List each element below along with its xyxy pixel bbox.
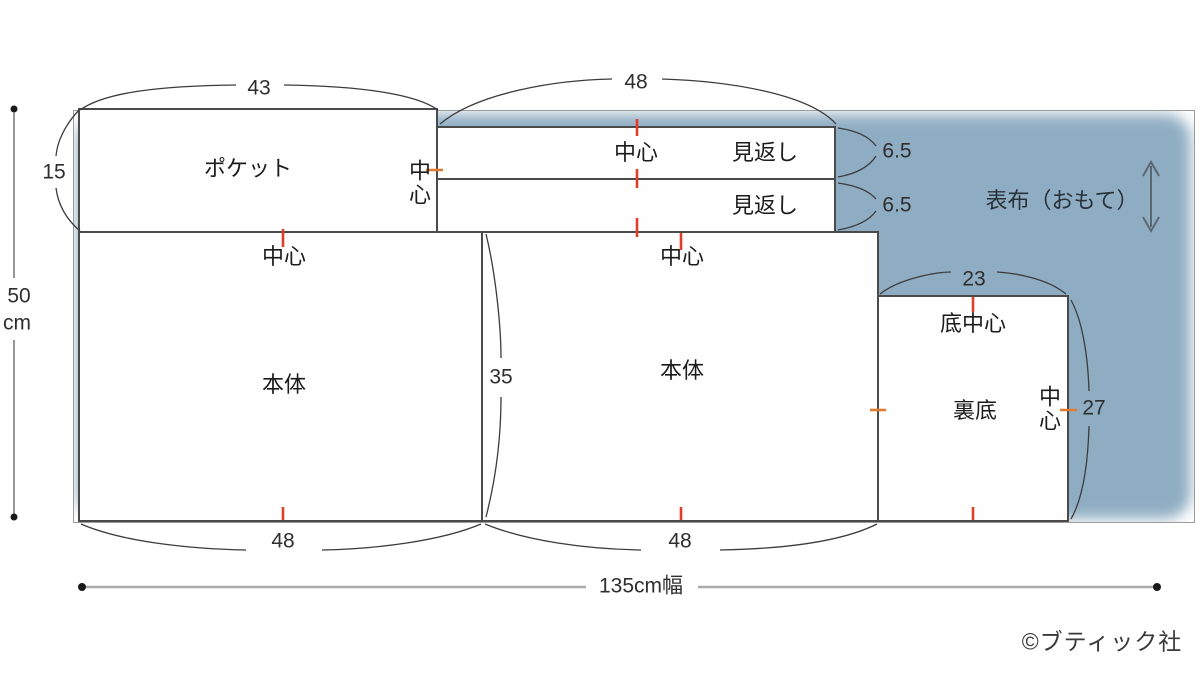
brace-facing-bottom-height — [837, 182, 877, 231]
dim-lining-height: 27 — [1082, 396, 1106, 420]
dim-body-right-width: 48 — [668, 529, 692, 553]
dimline-fabric-width — [78, 583, 1161, 591]
grainline-arrow — [1142, 159, 1160, 234]
dim-body-height: 35 — [489, 365, 513, 389]
lining-label: 裏底 — [952, 398, 998, 423]
dim-pocket-width: 43 — [247, 76, 271, 100]
center-notches-orange — [426, 168, 1077, 412]
piece-body-right — [481, 231, 879, 522]
brace-lining-height — [1070, 299, 1090, 520]
brace-body-height — [485, 233, 502, 518]
brace-facing-width — [439, 78, 837, 125]
dim-fabric-height-unit: cm — [3, 311, 31, 335]
dim-facing-top-height: 6.5 — [882, 139, 912, 163]
facing-top-label: 見返し — [731, 140, 799, 165]
brace-pocket-width — [79, 84, 439, 111]
dim-fabric-height-value: 50 — [7, 284, 31, 308]
brace-lining-width — [879, 271, 1067, 295]
brace-body-left-width — [80, 523, 482, 551]
pocket-center-mark-label: 中心 — [406, 159, 431, 207]
publisher-credit: ©ブティック社 — [1021, 628, 1183, 655]
facing-top-center-mark-label: 中心 — [613, 140, 659, 165]
dim-pocket-height: 15 — [42, 160, 66, 184]
lining-bottom-center-mark-label: 底中心 — [939, 311, 1007, 336]
dim-fabric-width: 135cm幅 — [598, 574, 684, 598]
brace-body-right-width — [484, 523, 878, 551]
body-left-label: 本体 — [261, 372, 307, 397]
dim-facing-width: 48 — [624, 70, 648, 94]
dim-body-left-width: 48 — [271, 529, 295, 553]
lining-center-mark-label: 中心 — [1036, 385, 1061, 433]
pocket-label: ポケット — [203, 156, 293, 181]
dim-lining-width: 23 — [962, 267, 986, 291]
center-notches-red — [281, 119, 975, 520]
fabric-label: 表布（おもて） — [985, 188, 1139, 213]
body-left-center-mark-label: 中心 — [261, 244, 307, 269]
dimline-fabric-height — [10, 105, 18, 521]
brace-facing-top-height — [837, 127, 877, 178]
body-right-center-mark-label: 中心 — [659, 244, 705, 269]
piece-body-left — [78, 231, 483, 522]
body-right-label: 本体 — [659, 358, 705, 383]
brace-pocket-height — [55, 109, 81, 232]
facing-bottom-label: 見返し — [731, 193, 799, 218]
piece-lining-bottom — [877, 295, 1069, 522]
dim-facing-bottom-height: 6.5 — [882, 193, 912, 217]
